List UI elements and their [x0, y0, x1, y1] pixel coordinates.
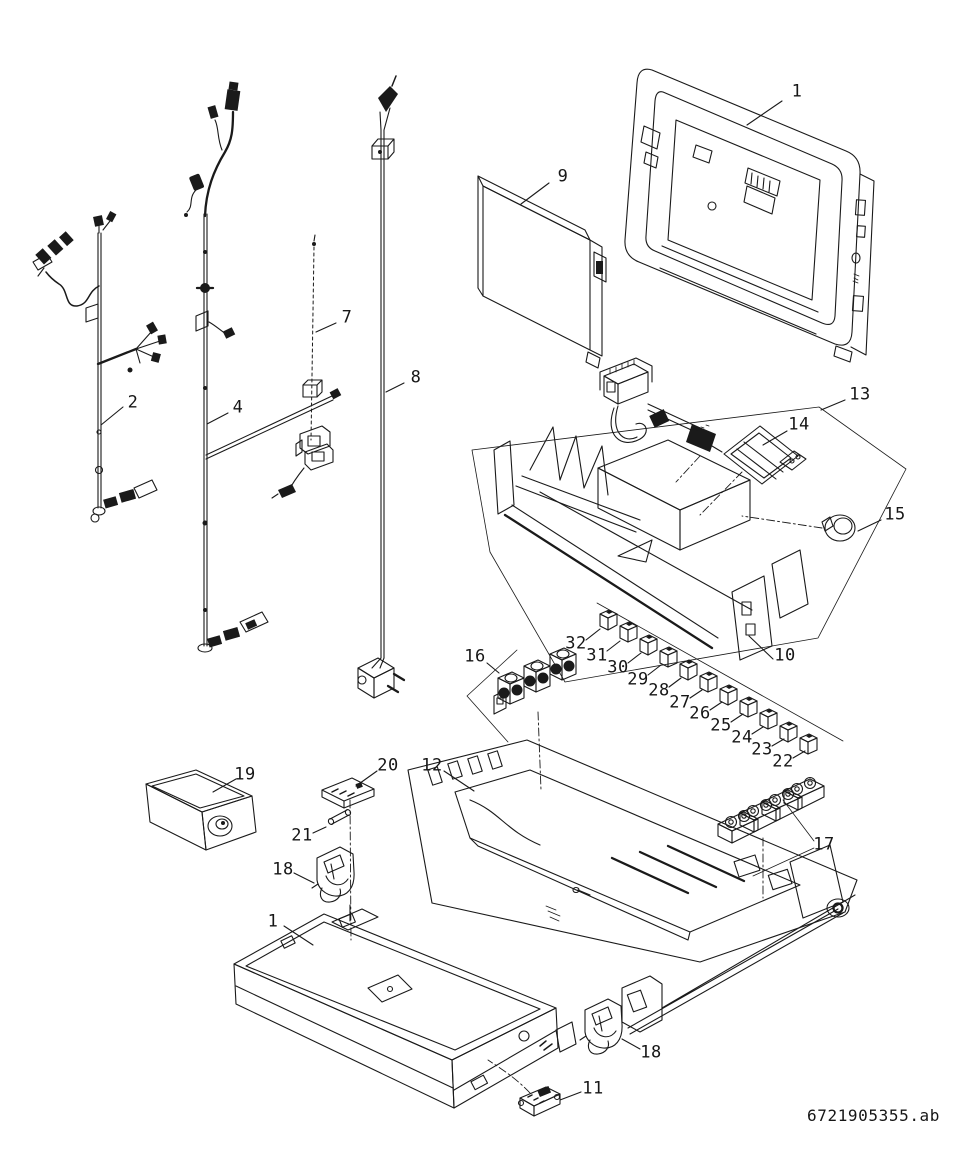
part-18-cable-clamp-right — [579, 998, 623, 1055]
part-9-cover-plate — [477, 175, 607, 369]
callout-part-1-bottom: 1 — [267, 911, 279, 932]
callout-part-9: 9 — [557, 166, 569, 187]
callout-part-16: 16 — [464, 646, 486, 667]
callout-part-31: 31 — [586, 645, 608, 666]
part-14-display-bracket — [699, 425, 807, 516]
callout-part-14: 14 — [788, 414, 810, 435]
part-17-button-block — [717, 776, 825, 899]
callout-part-22: 22 — [772, 751, 794, 772]
callout-part-7: 7 — [341, 307, 353, 328]
callout-part-1-top: 1 — [791, 81, 803, 102]
part-8-power-cable — [357, 75, 406, 699]
callout-part-13: 13 — [849, 384, 871, 405]
part-15-knob — [741, 514, 856, 542]
callout-part-32: 32 — [565, 633, 587, 654]
callout-part-24: 24 — [731, 727, 753, 748]
callout-part-18-right: 18 — [640, 1042, 662, 1063]
callout-group-10: 10 — [774, 645, 796, 666]
callout-part-27: 27 — [669, 692, 691, 713]
callout-part-15: 15 — [884, 504, 906, 525]
callout-part-21: 21 — [291, 825, 313, 846]
part-12-chassis-frame — [407, 739, 858, 1035]
drawing-number: 6721905355.ab — [807, 1106, 941, 1125]
leader-lines — [100, 100, 882, 1101]
callout-part-8: 8 — [410, 367, 422, 388]
callout-part-18-left: 18 — [272, 859, 294, 880]
callout-part-23: 23 — [751, 739, 773, 760]
callout-part-25: 25 — [710, 715, 732, 736]
callout-part-12: 12 — [421, 755, 443, 776]
callout-part-2: 2 — [127, 392, 139, 413]
part-1-bottom-housing — [233, 904, 577, 1109]
callout-part-17: 17 — [813, 834, 835, 855]
part-7-sensor-cable — [271, 234, 334, 499]
part-20-clip-plate — [321, 777, 375, 809]
callout-part-30: 30 — [607, 657, 629, 678]
callout-part-29: 29 — [627, 669, 649, 690]
callout-part-28: 28 — [648, 680, 670, 701]
callout-part-26: 26 — [689, 703, 711, 724]
part-18-cable-clamp-left — [311, 846, 355, 903]
callout-part-19: 19 — [234, 764, 256, 785]
part-1-top-cover — [624, 68, 875, 363]
group-10-terminal-clips — [596, 602, 844, 755]
group-13-tray-assembly — [471, 357, 907, 683]
callout-part-4: 4 — [232, 397, 244, 418]
part-11-connector — [487, 1059, 561, 1117]
part-16-terminal-block — [466, 647, 577, 791]
callout-part-11: 11 — [582, 1078, 604, 1099]
part-2-wiring-harness — [32, 211, 167, 523]
callout-part-20: 20 — [377, 755, 399, 776]
part-19-cover-box — [145, 769, 257, 851]
part-21-pin — [327, 799, 352, 941]
part-4-wiring-harness — [184, 81, 342, 653]
